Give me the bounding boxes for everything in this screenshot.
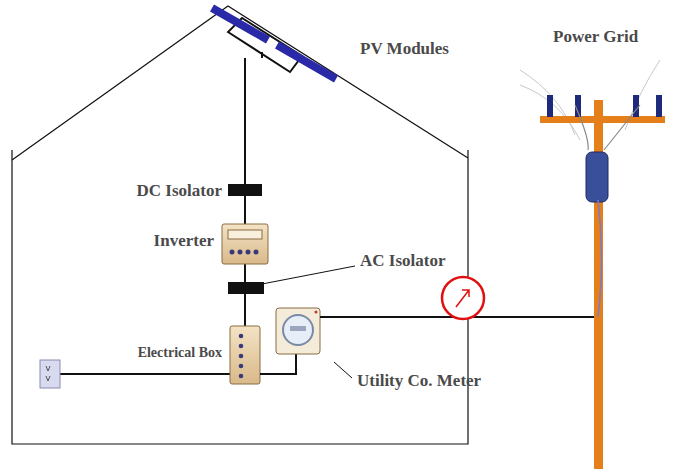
component-label: Power Grid <box>553 28 638 47</box>
outlet-wire <box>55 373 230 375</box>
component-label: DC Isolator <box>137 182 222 201</box>
meter-wire <box>260 354 296 374</box>
leader-line <box>262 266 355 284</box>
transformer <box>586 152 608 202</box>
electrical-box-symbol <box>230 326 260 384</box>
meter-led <box>315 311 318 314</box>
outlet-slots <box>46 366 50 381</box>
direction-circle <box>442 277 484 319</box>
inverter-buttons <box>230 250 259 255</box>
inverter-symbol <box>222 224 268 264</box>
component-label: Utility Co. Meter <box>357 372 481 391</box>
component-label: PV Modules <box>360 40 449 59</box>
transformer-leads <box>575 105 640 150</box>
direction-arrow <box>456 290 469 307</box>
pv-panel <box>277 45 336 79</box>
crossarm <box>540 116 665 123</box>
meter-symbol <box>276 308 320 354</box>
meter-counter <box>290 326 306 331</box>
meter-dial <box>283 315 313 345</box>
component-label: Inverter <box>154 232 214 251</box>
inverter-display <box>228 230 262 239</box>
outlet-symbol <box>40 360 60 388</box>
insulators <box>547 95 662 117</box>
breaker-dots <box>239 334 244 379</box>
dc-isolator-symbol <box>228 184 262 196</box>
panel-mount <box>261 52 263 58</box>
component-label: AC Isolator <box>360 252 445 271</box>
component-label: Electrical Box <box>138 345 222 360</box>
leader-line <box>334 362 352 378</box>
pv-panel <box>212 8 268 40</box>
house-roof <box>12 6 468 160</box>
house-walls <box>12 150 468 444</box>
drop-wire <box>598 200 602 317</box>
grid-wires <box>520 60 660 140</box>
ac-isolator-symbol <box>228 282 264 294</box>
